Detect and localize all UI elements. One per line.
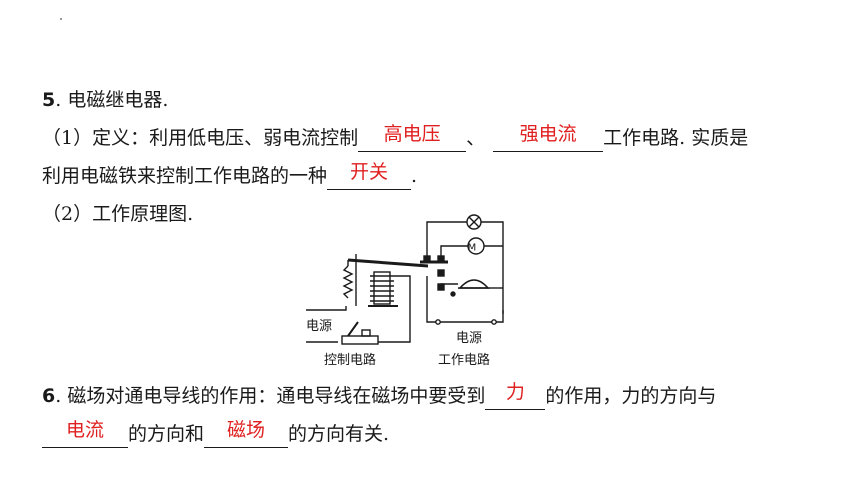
- work-wire-bell: [440, 283, 458, 290]
- left-power-label: 电源: [306, 319, 332, 334]
- motor-letter: M: [468, 243, 477, 254]
- power-terminal-left: [435, 319, 441, 325]
- electromagnet-core: [373, 271, 391, 305]
- q6-blank-3: 磁场: [204, 419, 289, 448]
- armature: [347, 258, 429, 268]
- bell-icon: [458, 279, 490, 289]
- work-wire-outer: [426, 221, 504, 314]
- q5-title: . 电磁继电器.: [55, 89, 169, 111]
- q6-text4: 的方向有关.: [288, 423, 390, 445]
- control-circuit-label: 控制电路: [324, 352, 376, 368]
- q6-number: 6: [42, 385, 56, 407]
- switch-contact: [361, 329, 371, 337]
- contact-upper-right: [437, 255, 445, 263]
- q6-blank-2: 电流: [42, 419, 128, 448]
- right-power-label: 电源: [456, 331, 482, 346]
- q6-text2: 的作用，力的方向与: [545, 385, 717, 407]
- spring-icon: [342, 265, 354, 299]
- q5-line2: 利用电磁铁来控制工作电路的一种开关.: [42, 161, 418, 190]
- q5-principle: （2）工作原理图.: [42, 203, 194, 225]
- q5-answer-1: 高电压: [383, 123, 441, 145]
- q6-line2: 电流 的方向和磁场的方向有关.: [42, 419, 390, 448]
- q6-blank-1: 力: [485, 381, 546, 410]
- q5-answer-2: 强电流: [519, 123, 577, 145]
- motor-icon: [467, 237, 485, 255]
- q5-heading: 5. 电磁继电器.: [42, 86, 168, 114]
- q5-line2-prefix: 利用电磁铁来控制工作电路的一种: [42, 165, 328, 187]
- switch-lever: [347, 321, 359, 337]
- q6-text3: 的方向和: [128, 423, 205, 445]
- switch-base: [341, 335, 379, 345]
- control-wire: [378, 275, 411, 343]
- q6-line1: 6. 磁场对通电导线的作用：通电导线在磁场中要受到力的作用，力的方向与: [42, 381, 717, 410]
- q5-def-suffix: 工作电路. 实质是: [603, 127, 749, 149]
- q5-sep: 、: [466, 127, 486, 149]
- control-wire-top: [306, 306, 347, 311]
- q5-blank-1: 高电压: [358, 123, 467, 152]
- power-terminal-right: [491, 319, 497, 325]
- q5-line2-suffix: .: [411, 165, 418, 187]
- q5-definition-line: （1）定义：利用低电压、弱电流控制 高电压 、 强电流 工作电路. 实质是: [42, 123, 749, 152]
- work-circuit-label: 工作电路: [438, 352, 490, 368]
- work-circuit: [420, 214, 504, 325]
- control-circuit: [306, 254, 429, 345]
- q6-answer-3: 磁场: [227, 419, 266, 441]
- q5-principle-line: （2）工作原理图.: [42, 200, 193, 228]
- bell-striker: [450, 291, 456, 297]
- corner-dot: [60, 18, 62, 20]
- contact-upper-left: [423, 255, 431, 263]
- q6-answer-1: 力: [505, 381, 525, 403]
- q6-text1: . 磁场对通电导线的作用：通电导线在磁场中要受到: [55, 385, 486, 407]
- q5-blank-3: 开关: [327, 161, 412, 190]
- q6-answer-2: 电流: [65, 419, 104, 441]
- q5-blank-2: 强电流: [493, 123, 604, 152]
- contact-lower: [437, 269, 445, 277]
- work-wire-bottom: [426, 276, 504, 323]
- lamp-cross: [468, 216, 480, 228]
- q5-number: 5: [42, 89, 56, 111]
- q5-def-prefix: （1）定义：利用低电压、弱电流控制: [42, 127, 359, 149]
- relay-diagram: M 电源 控制电路 电源 工作电路: [306, 214, 504, 368]
- q5-answer-3: 开关: [350, 161, 389, 183]
